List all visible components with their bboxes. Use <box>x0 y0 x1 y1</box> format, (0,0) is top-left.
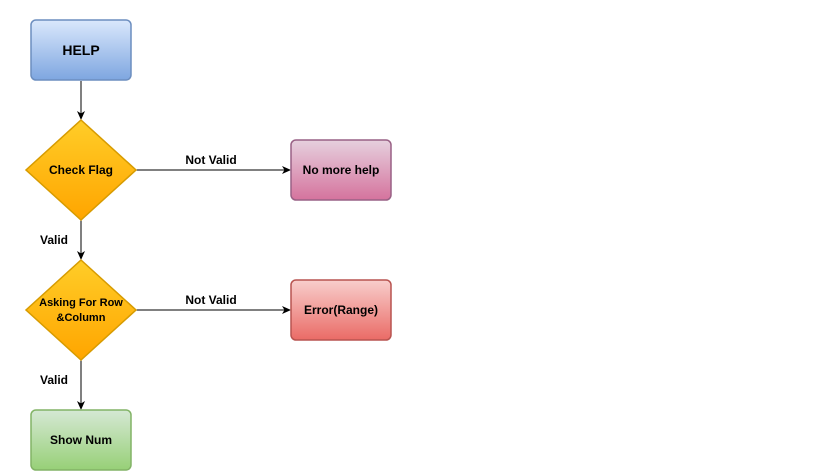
node-show-num-label: Show Num <box>50 433 112 447</box>
node-asking-row-column[interactable]: Asking For Row &Column <box>24 258 138 362</box>
node-no-more-help-label: No more help <box>303 163 380 177</box>
node-asking-label-line1: Asking For Row <box>39 297 123 309</box>
node-no-more-help[interactable]: No more help <box>290 139 392 201</box>
node-show-num[interactable]: Show Num <box>30 409 132 471</box>
node-error-range[interactable]: Error(Range) <box>290 279 392 341</box>
node-help[interactable]: HELP <box>30 19 132 81</box>
node-check-flag[interactable]: Check Flag <box>24 118 138 222</box>
edge-label-check-not-valid: Not Valid <box>185 153 236 167</box>
node-error-range-label: Error(Range) <box>304 303 378 317</box>
edge-label-asking-not-valid: Not Valid <box>185 293 236 307</box>
node-help-label: HELP <box>62 42 99 58</box>
edge-label-check-valid: Valid <box>40 233 68 247</box>
node-asking-label-line2: &Column <box>57 312 106 324</box>
edge-label-asking-valid: Valid <box>40 373 68 387</box>
node-check-flag-label: Check Flag <box>49 163 113 177</box>
